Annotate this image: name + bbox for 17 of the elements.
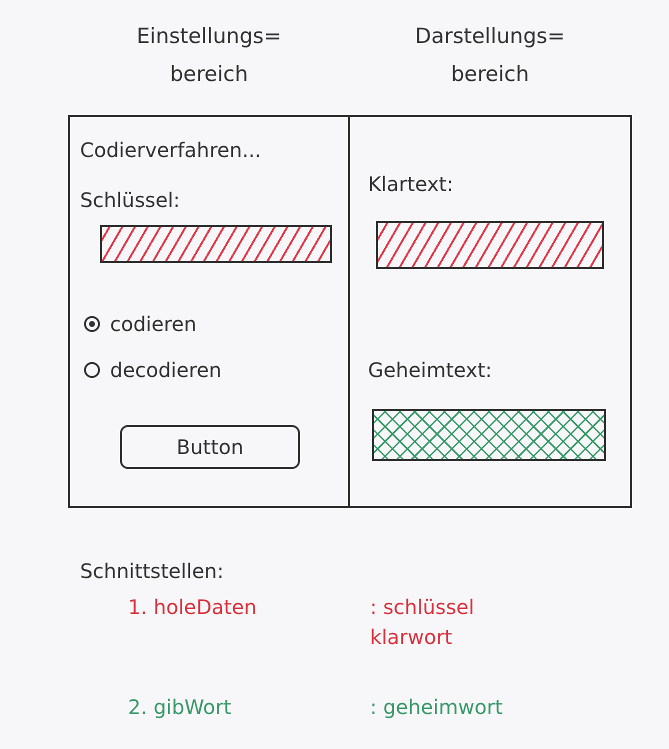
text-label: Codierverfahren... <box>80 137 262 164</box>
text-label: codieren <box>110 311 197 338</box>
input-field <box>376 221 604 269</box>
text-label: : geheimwort <box>370 694 503 721</box>
text-label: : schlüssel klarwort <box>370 594 476 651</box>
text-label: 2. gibWort <box>128 694 232 721</box>
panel-heading: Darstellungs= bereich <box>414 23 566 88</box>
input-field <box>100 225 332 263</box>
input-field <box>372 409 606 461</box>
text-label: Geheimtext: <box>368 357 492 384</box>
text-label: Klartext: <box>368 171 454 198</box>
panel-heading: Einstellungs= bereich <box>136 23 282 88</box>
text-label: Schlüssel: <box>80 187 180 214</box>
button: Button <box>120 425 300 469</box>
text-label: 1. holeDaten <box>128 594 257 621</box>
text-label: Schnittstellen: <box>80 558 224 585</box>
text-label: decodieren <box>110 357 222 384</box>
